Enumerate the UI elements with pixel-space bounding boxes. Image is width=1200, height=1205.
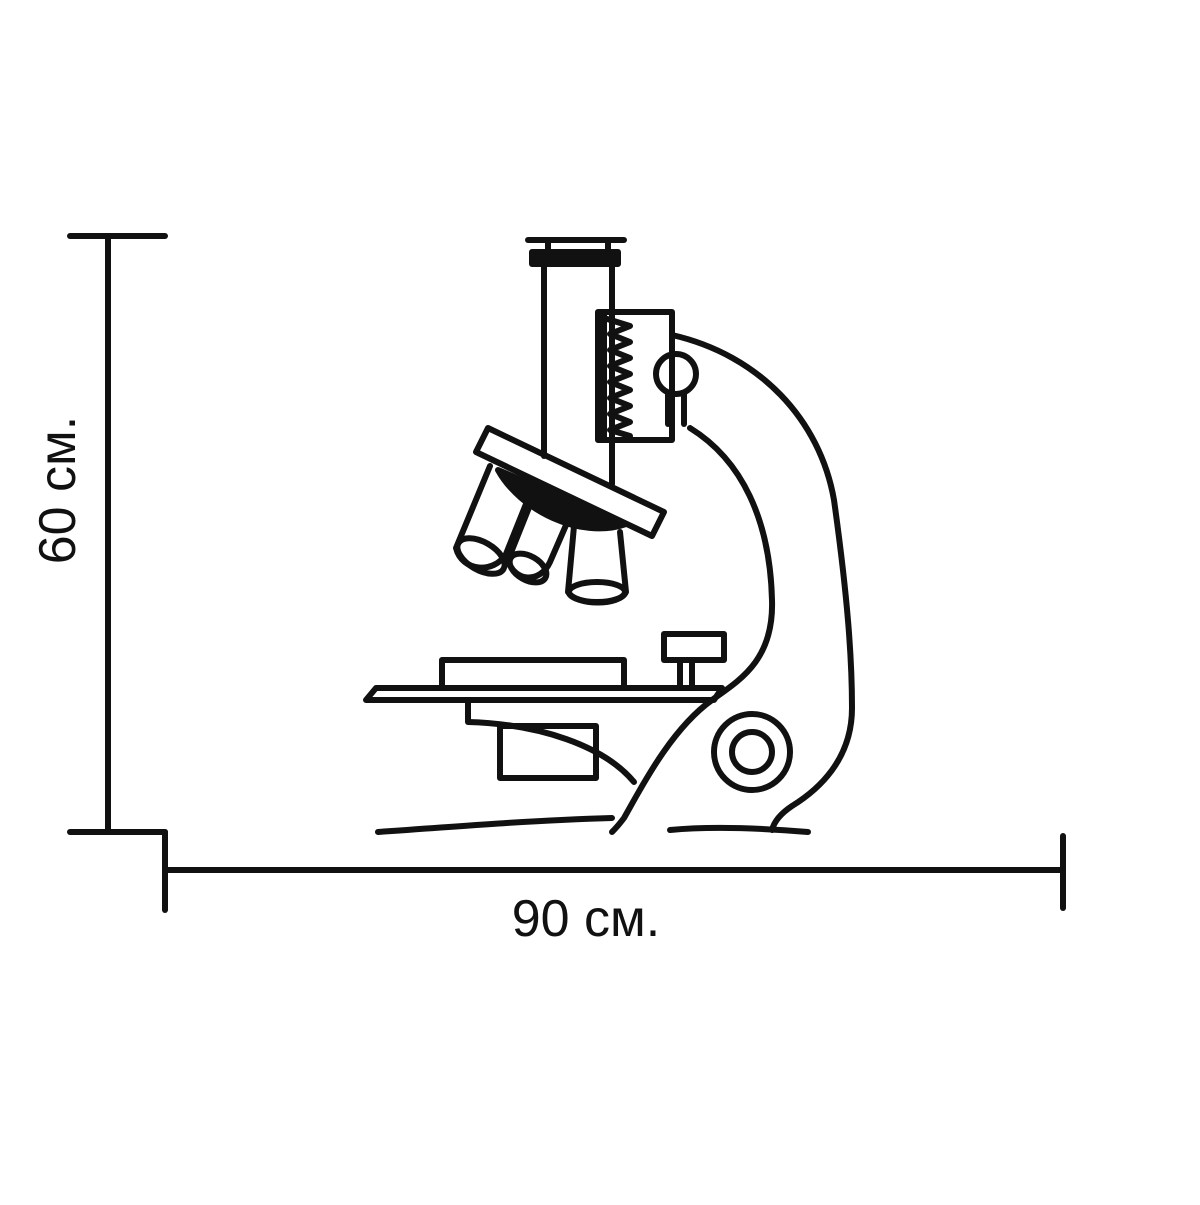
objective-lenses	[453, 463, 629, 606]
focus-zigzag	[601, 315, 633, 439]
height-dimension-line	[67, 233, 168, 835]
eyepiece-cap	[529, 249, 621, 267]
microscope-arm	[669, 332, 855, 833]
focus-knob-icon	[653, 351, 699, 397]
nosepiece-dome	[495, 467, 629, 532]
width-dimension-label: 90 см.	[511, 890, 661, 948]
microscope-arm-inner	[609, 425, 776, 835]
nosepiece-plate	[473, 425, 667, 539]
height-dimension-label: 60 см.	[29, 415, 87, 565]
microscope-stage	[363, 631, 727, 785]
microscope-base-line	[375, 815, 615, 835]
width-dimension-line	[162, 829, 1066, 913]
fine-focus-wheel-icon	[711, 711, 793, 793]
focus-block	[595, 309, 675, 443]
